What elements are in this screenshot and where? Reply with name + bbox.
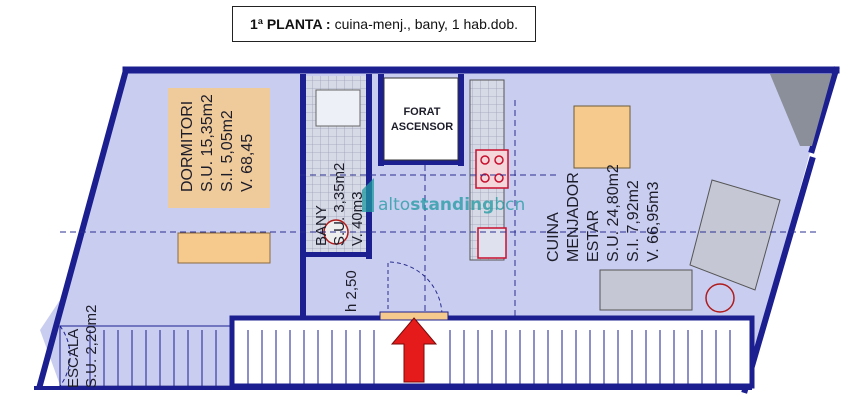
watermark-logo-icon	[362, 178, 374, 212]
dormitori-label: DORMITORI S.U. 15,35m2 S.I. 5,05m2 V. 68…	[179, 94, 256, 192]
entrance-arrow-icon	[379, 311, 449, 383]
forat-label: FORAT ASCENSOR	[391, 106, 453, 133]
dormitori-room	[168, 88, 270, 208]
forat-line2: ASCENSOR	[391, 121, 453, 133]
corner-fill	[770, 74, 832, 146]
forat-line1: FORAT	[403, 106, 440, 118]
cuina-line2: MENJADOR	[565, 172, 582, 262]
bany-fixture	[315, 89, 361, 127]
cuina-line1: CUINA	[545, 212, 562, 262]
escala-label: ESCALA S.U. 2,20m2	[65, 305, 100, 388]
dormitori-su: S.U. 15,35m2	[199, 94, 216, 192]
dormitori-si: S.I. 5,05m2	[219, 110, 236, 192]
height-text: h 2,50	[343, 270, 360, 312]
watermark-bcn: bcn	[494, 195, 525, 215]
dining-table	[573, 105, 631, 169]
hob-burner-icon	[480, 155, 490, 165]
kitchen-sink	[477, 227, 507, 259]
forat-ascensor	[383, 77, 459, 161]
dormitori-name: DORMITORI	[179, 101, 196, 192]
kitchen-hob	[475, 149, 509, 189]
hob-burner-icon	[494, 173, 504, 183]
armchair	[689, 179, 781, 291]
door-swing	[387, 261, 443, 317]
watermark-standing: standing	[410, 195, 494, 215]
dormitori-volume: V. 68,45	[239, 134, 256, 192]
cuina-volume: V. 66,95m3	[645, 182, 662, 262]
bany-volume: V. 40m3	[349, 192, 366, 247]
sofa	[599, 269, 693, 311]
bany-su: S.U. 3,35m2	[331, 163, 348, 246]
interior-walls	[300, 74, 464, 322]
cuina-su: S.U. 24,80m2	[605, 164, 622, 262]
hob-burner-icon	[480, 173, 490, 183]
svg-text:altostandingbcn: altostandingbcn	[378, 195, 525, 215]
plan-title-description: cuina-menj., bany, 1 hab.dob.	[334, 16, 519, 32]
cuina-label: CUINA MENJADOR ESTAR S.U. 24,80m2 S.I. 7…	[545, 164, 662, 262]
escala-name: ESCALA	[65, 329, 82, 388]
plan-title: 1ª PLANTA : cuina-menj., bany, 1 hab.dob…	[232, 6, 536, 42]
height-label: h 2,50	[343, 270, 360, 312]
watermark-alto: alto	[378, 195, 410, 215]
staircase	[59, 315, 755, 389]
dashed-guides	[60, 100, 820, 320]
bany-label: BANY S.U. 3,35m2 V. 40m3	[313, 163, 366, 246]
hob-burner-icon	[494, 155, 504, 165]
bany-name: BANY	[313, 205, 330, 246]
cuina-si: S.I. 7,92m2	[625, 180, 642, 262]
watermark: altostandingbcn	[362, 178, 525, 215]
plant-icon	[705, 283, 735, 313]
escala-su: S.U. 2,20m2	[83, 305, 100, 388]
plan-title-floor: 1ª PLANTA :	[249, 16, 331, 32]
dormitori-furniture	[177, 232, 271, 264]
cuina-line3: ESTAR	[585, 210, 602, 262]
